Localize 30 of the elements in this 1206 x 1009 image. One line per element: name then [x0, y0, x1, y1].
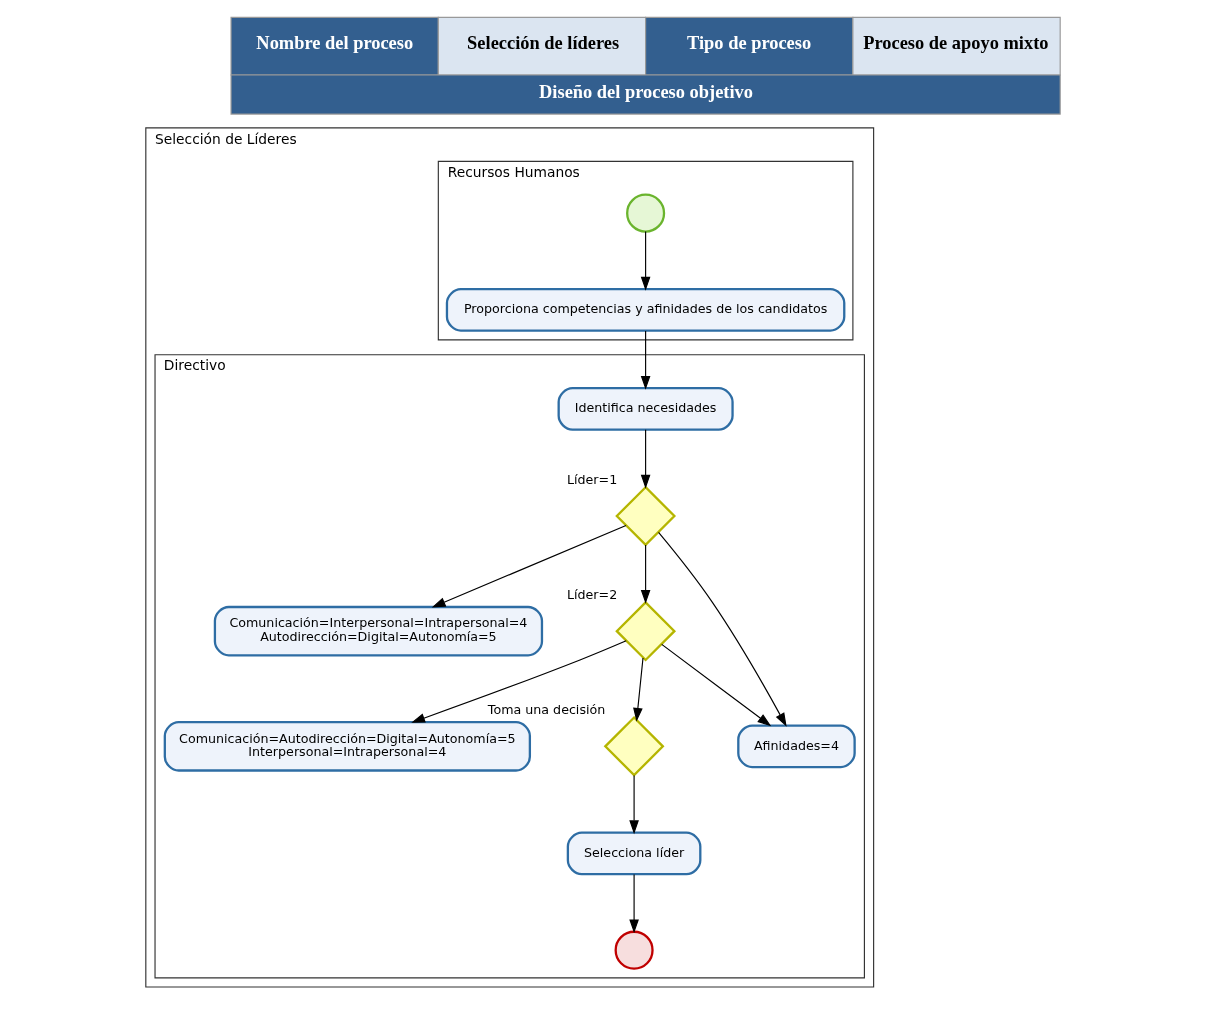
arrow: [640, 544, 651, 604]
node-box: Proporciona competencias y afinidades de los candidatos: [445, 288, 846, 332]
arrow: [640, 429, 651, 489]
node-label: Líder=1: [566, 471, 618, 487]
node-box: Comunicación=Autodirección=Digital=Autonomía=5 Interpersonal=Intrapersonal=4: [163, 721, 531, 772]
node-box: Afinidades=4: [737, 724, 856, 769]
arrow: [633, 657, 644, 722]
label: Proceso de apoyo mixto: [863, 33, 1049, 54]
node-circle: [614, 930, 654, 970]
node-box: Identifica necesidades: [557, 387, 734, 431]
label: Diseño del proceso objetivo: [539, 81, 753, 102]
arrow: [658, 531, 787, 727]
node-box: Selecciona líder: [566, 831, 702, 876]
label: Selección de líderes: [467, 33, 620, 54]
node-diamond: [615, 485, 677, 547]
arrow: [629, 874, 639, 934]
node-diamond: [615, 600, 677, 662]
arrow: [661, 643, 772, 727]
node-label: Líder=2: [566, 586, 618, 602]
arrow: [431, 524, 627, 608]
node-circle: [626, 193, 666, 233]
node-diamond: [603, 715, 665, 777]
arrow: [629, 775, 639, 835]
arrow: [640, 330, 651, 390]
label: Nombre del proceso: [256, 33, 414, 54]
node-label: Toma una decisión: [487, 701, 606, 717]
label: Tipo de proceso: [687, 33, 812, 54]
arrow: [411, 640, 627, 723]
arrow: [640, 231, 651, 291]
node-box: Comunicación=Interpersonal=Intrapersonal=4 Autodirección=Digital=Autonomía=5: [213, 605, 544, 657]
